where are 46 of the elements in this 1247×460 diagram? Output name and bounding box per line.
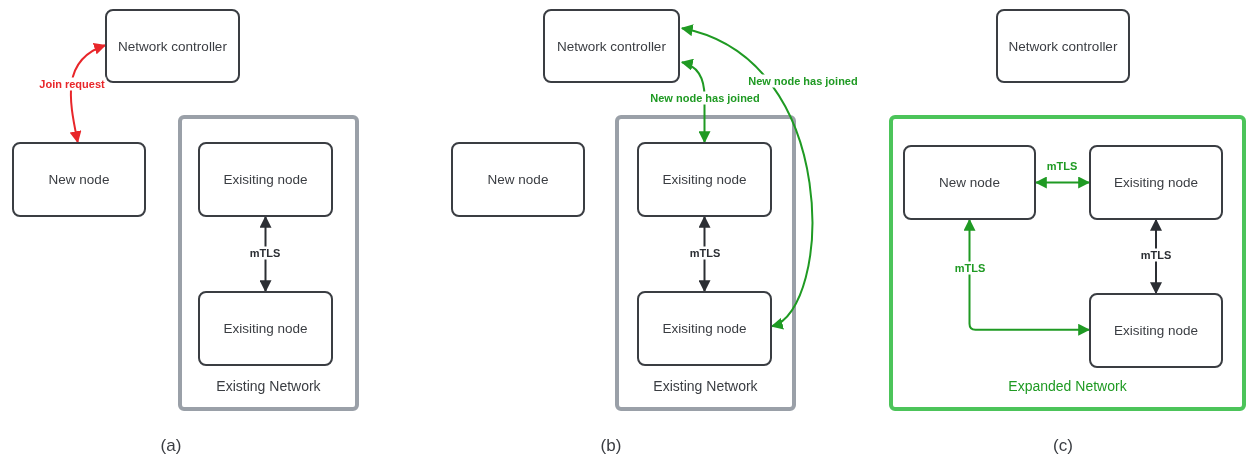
node-box xyxy=(198,291,333,366)
node-label: Exisiting node xyxy=(1113,323,1199,338)
network-group-panel xyxy=(615,115,796,411)
connector-arrow xyxy=(69,43,107,144)
node-box xyxy=(637,142,772,217)
panel-caption: (c) xyxy=(1053,436,1073,456)
edge-label: mTLS xyxy=(1138,248,1174,262)
node-box xyxy=(12,142,146,217)
node-box xyxy=(105,9,240,83)
edge-label: Join request xyxy=(37,77,107,91)
connector-arrow xyxy=(963,218,1091,336)
edge-label: New node has joined xyxy=(648,91,762,105)
node-box xyxy=(903,145,1036,220)
node-box xyxy=(198,142,333,217)
node-label: Network controller xyxy=(557,38,666,54)
node-label: Exisiting node xyxy=(1113,175,1199,190)
node-box xyxy=(1089,145,1223,220)
node-label: Exisiting node xyxy=(662,172,747,187)
edge-label: mTLS xyxy=(1044,159,1080,173)
node-label: New node xyxy=(48,172,110,187)
panel-caption: (a) xyxy=(160,436,182,456)
edge-label: New node has joined xyxy=(746,74,860,88)
group-title: Expanded Network xyxy=(1008,378,1127,394)
node-box xyxy=(451,142,585,217)
node-label: Network controller xyxy=(1008,38,1118,54)
node-label: New node xyxy=(487,172,549,187)
network-group-panel xyxy=(889,115,1246,411)
group-title: Existing Network xyxy=(653,378,758,394)
node-label: New node xyxy=(939,175,1000,190)
panel-caption: (b) xyxy=(600,436,622,456)
node-label: Exisiting node xyxy=(223,321,308,336)
node-label: Exisiting node xyxy=(662,321,747,336)
node-box xyxy=(543,9,680,83)
node-box xyxy=(1089,293,1223,368)
node-label: Exisiting node xyxy=(223,172,308,187)
connector-arrow xyxy=(680,25,814,328)
edge-label: mTLS xyxy=(247,246,283,260)
network-group-panel xyxy=(178,115,359,411)
node-box xyxy=(996,9,1130,83)
group-title: Existing Network xyxy=(216,378,321,394)
node-label: Network controller xyxy=(118,38,227,54)
connector-arrow xyxy=(1034,176,1091,189)
connector-arrow xyxy=(680,59,711,144)
edge-label: mTLS xyxy=(952,261,988,275)
node-box xyxy=(637,291,772,366)
edge-label: mTLS xyxy=(687,246,723,260)
